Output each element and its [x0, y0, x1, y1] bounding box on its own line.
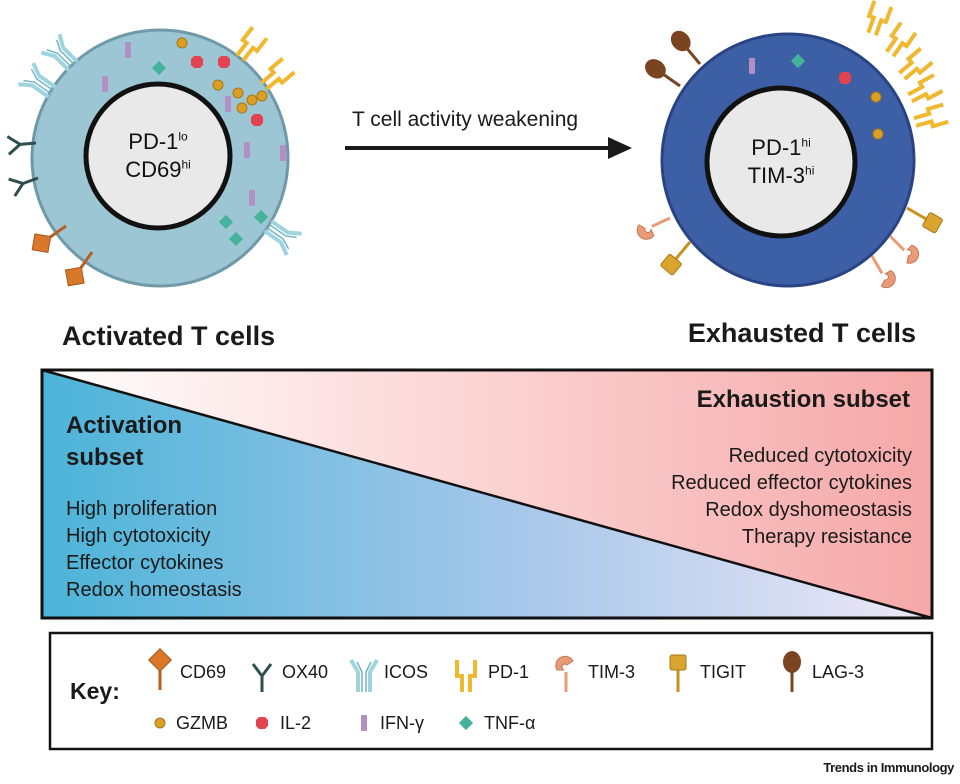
exhaustion-subset-title: Exhaustion subset	[696, 386, 910, 413]
lag3-icon	[639, 53, 687, 95]
lag3-icon	[665, 25, 709, 72]
tigit-icon	[901, 199, 945, 235]
key-label-il2: IL-2	[280, 713, 312, 733]
key-label-ox40: OX40	[282, 662, 329, 682]
activated-cell-markers: PD-1lo CD69hi	[125, 129, 191, 182]
exhaustion-feature-list: Reduced cytotoxicity Reduced effector cy…	[671, 443, 912, 551]
exhausted-cell-nucleus	[704, 85, 858, 239]
list-item: Redox homeostasis	[66, 579, 242, 601]
list-item: Therapy resistance	[741, 526, 912, 548]
journal-credit: Trends in Immunology	[823, 760, 954, 775]
activated-cell-nucleus	[83, 81, 233, 231]
tigit-icon	[658, 235, 698, 277]
key-label-lag3: LAG-3	[812, 662, 865, 682]
key-label-ifng: IFN-γ	[380, 713, 424, 733]
key-label-tigit: TIGIT	[700, 662, 746, 682]
list-item: Effector cytokines	[66, 552, 224, 574]
tim3-icon	[864, 249, 901, 292]
activated-title: Activated T cells	[62, 321, 276, 351]
list-item: Redox dyshomeostasis	[705, 499, 912, 521]
pd1-icon	[880, 20, 918, 62]
pd1-icon	[906, 75, 943, 106]
key-label-tim3: TIM-3	[588, 662, 635, 682]
list-item: High proliferation	[66, 498, 218, 520]
tim3-icon	[633, 210, 676, 244]
il2-icon	[256, 717, 268, 729]
list-item: Reduced cytotoxicity	[728, 445, 912, 467]
list-item: Reduced effector cytokines	[671, 472, 912, 494]
pd1-icon	[861, 0, 894, 40]
list-item: High cytotoxicity	[66, 525, 211, 547]
exhausted-t-cell	[633, 0, 951, 292]
key-label-tnfa: TNF-α	[484, 713, 536, 733]
gzmb-icon	[154, 717, 166, 729]
exhausted-cell-markers: PD-1hi TIM-3hi	[747, 135, 815, 188]
key-label-pd1: PD-1	[488, 662, 530, 682]
key-label: Key:	[70, 678, 120, 704]
subset-gradient-panel	[40, 368, 934, 620]
key-label-icos: ICOS	[384, 662, 429, 682]
activation-feature-list: High proliferation High cytotoxicity Eff…	[66, 496, 242, 604]
arrow-label: T cell activity weakening	[352, 108, 579, 131]
key-label-cd69: CD69	[180, 662, 227, 682]
pd1-icon	[910, 102, 951, 133]
activation-subset-title: Activation subset	[66, 412, 183, 471]
exhausted-title: Exhausted T cells	[687, 318, 916, 348]
ifng-icon	[361, 715, 367, 731]
activated-t-cell	[5, 25, 304, 294]
key-box	[48, 631, 934, 751]
transition-arrow	[345, 137, 632, 159]
key-label-gzmb: GZMB	[176, 713, 228, 733]
